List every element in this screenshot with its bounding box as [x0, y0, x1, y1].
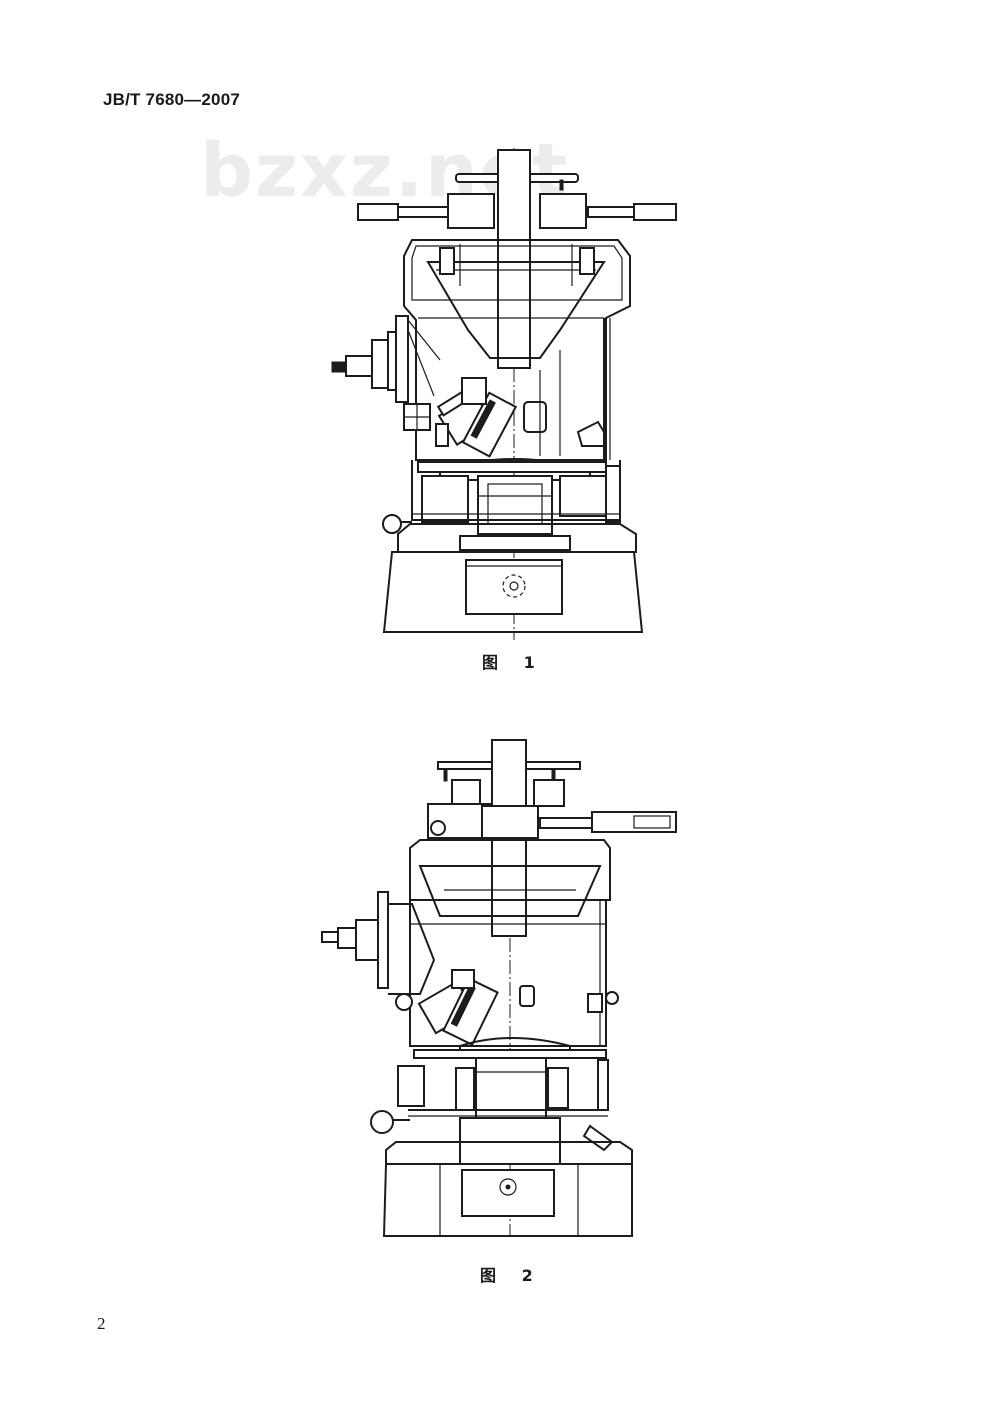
counterweight-ball — [382, 514, 402, 534]
left-lever-weight — [357, 203, 399, 221]
roll-pulley — [395, 993, 413, 1011]
left-bearing-box — [447, 193, 495, 229]
left-flange — [377, 891, 389, 989]
counterweight-ball — [370, 1110, 394, 1134]
right-lever-weight — [633, 203, 677, 221]
right-bearing-box — [539, 193, 587, 229]
left-flange — [395, 315, 409, 403]
motor-coupling — [499, 1178, 517, 1196]
foundation — [382, 1163, 633, 1237]
gearbox — [477, 475, 553, 535]
pulley — [430, 820, 446, 836]
upper-housing — [409, 839, 611, 901]
figure-1-caption: 图 1 — [482, 653, 545, 672]
classifier-cone — [418, 865, 602, 917]
classifier-cone — [426, 261, 606, 359]
mill-drawing-2 — [321, 739, 677, 1237]
foundation-pit — [461, 1169, 555, 1217]
feeder-body — [355, 919, 379, 961]
motor-coupling — [502, 574, 526, 598]
figure-1-drawing — [320, 140, 700, 650]
foundation-pit — [465, 559, 563, 615]
figure-2-caption: 图 2 — [480, 1266, 543, 1285]
main-shaft — [497, 149, 531, 369]
grinding-roll-right — [461, 391, 518, 458]
page-number: 2 — [97, 1314, 106, 1333]
upper-housing — [403, 239, 631, 461]
figure-2-drawing — [300, 735, 700, 1245]
standard-code: JB/T 7680—2007 — [103, 90, 240, 109]
mill-drawing-1 — [331, 148, 677, 640]
grinding-table — [459, 1037, 571, 1055]
center-bearing — [523, 401, 547, 433]
motor-box — [397, 1065, 425, 1107]
